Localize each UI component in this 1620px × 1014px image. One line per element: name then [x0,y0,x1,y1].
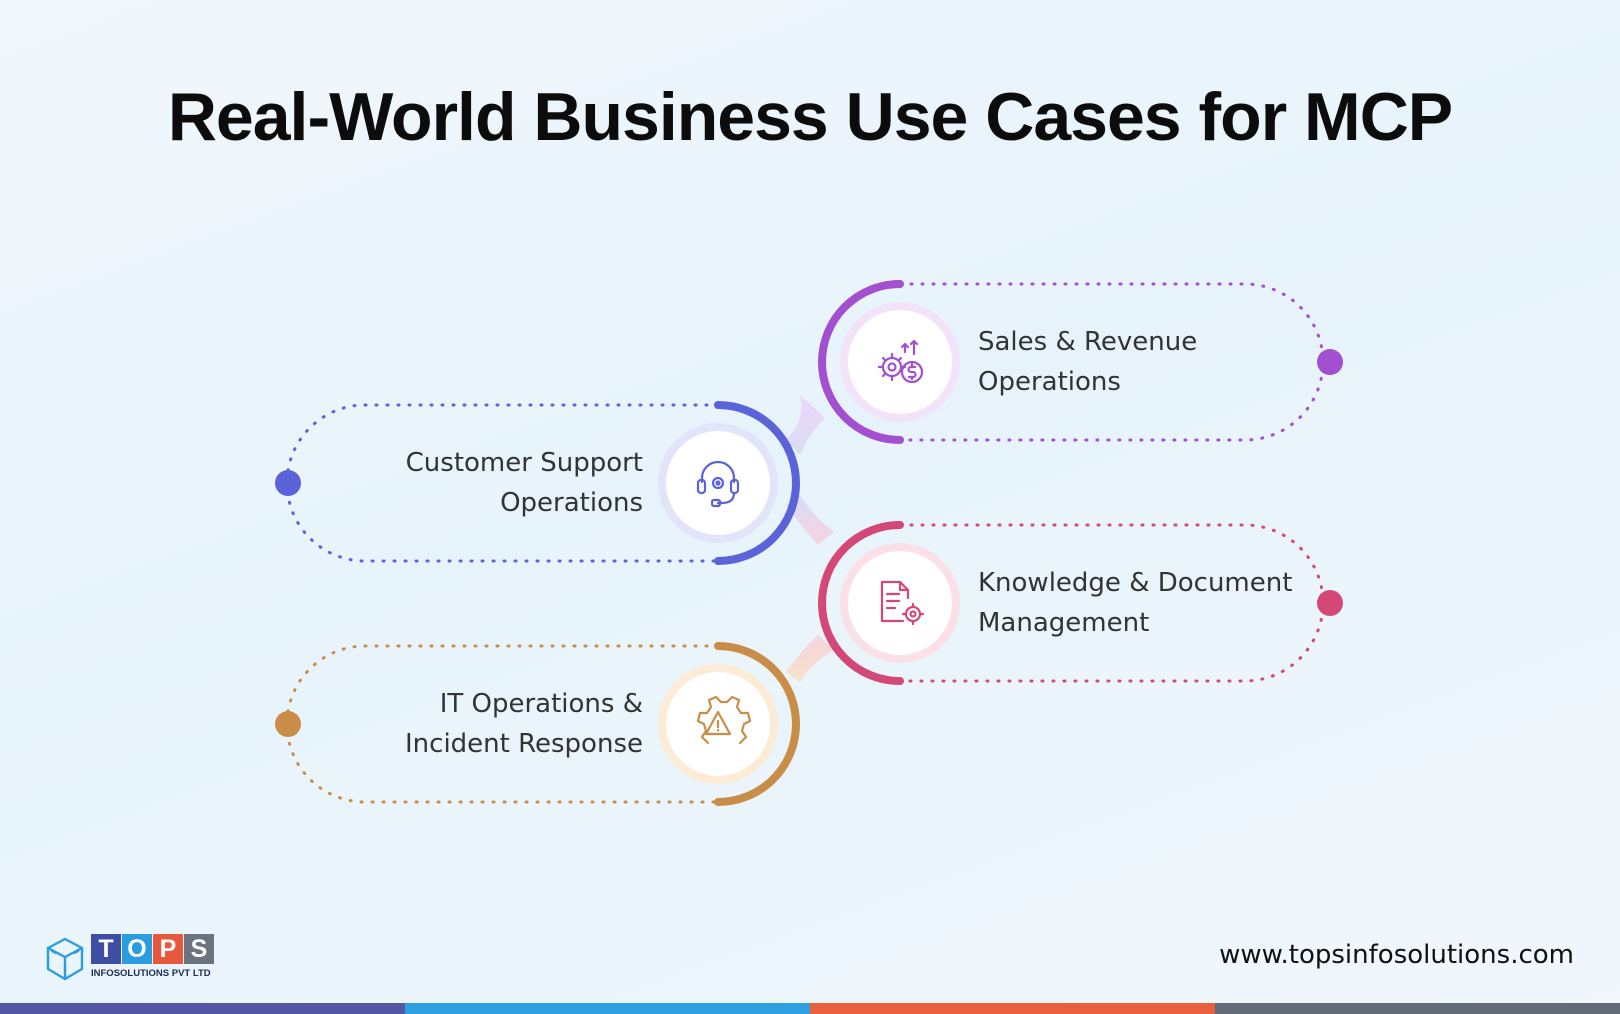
logo-letter: O [122,934,152,964]
website-url: www.topsinfosolutions.com [1219,940,1574,970]
logo-letter: T [91,934,121,964]
item-customer-support [275,401,800,565]
bar-segment [810,1003,1215,1014]
endpoint-dot [275,711,301,737]
label-knowledge-document: Knowledge & Document Management [978,568,1293,638]
connector-1 [786,395,825,455]
arc-accent [818,280,904,444]
connector-3 [786,635,834,682]
company-logo: T O P S INFOSOLUTIONS PVT LTD [44,934,234,984]
page-title: Real-World Business Use Cases for MCP [167,79,1453,155]
document-gear-icon [880,580,925,626]
label-customer-support: Customer Support Operations [405,448,643,518]
logo-letter: P [153,934,183,964]
connector-2 [786,495,834,545]
cube-icon [46,937,84,981]
item-knowledge-document [818,521,1343,685]
logo-wordmark: T O P S [91,934,214,964]
bar-segment [1215,1003,1620,1014]
label-it-operations: IT Operations & Incident Response [405,689,643,759]
endpoint-dot [1317,349,1343,375]
logo-subtitle: INFOSOLUTIONS PVT LTD [91,968,211,979]
arc-accent [714,401,800,565]
icon-circle [848,551,952,655]
arc-accent [818,521,904,685]
incident-gear-icon [696,695,752,745]
bar-segment [0,1003,405,1014]
bar-segment [405,1003,810,1014]
headset-icon [696,460,740,508]
item-it-operations [275,642,800,806]
arc-accent [714,642,800,806]
icon-circle [666,431,770,535]
endpoint-dot [275,470,301,496]
endpoint-dot [1317,590,1343,616]
sales-revenue-icon [877,339,924,384]
label-sales-revenue: Sales & Revenue Operations [978,327,1198,397]
dotted-track [898,523,1325,683]
logo-letter: S [184,934,214,964]
bottom-color-bar [0,1003,1620,1014]
item-sales-revenue [818,280,1343,444]
dotted-track [898,282,1325,442]
